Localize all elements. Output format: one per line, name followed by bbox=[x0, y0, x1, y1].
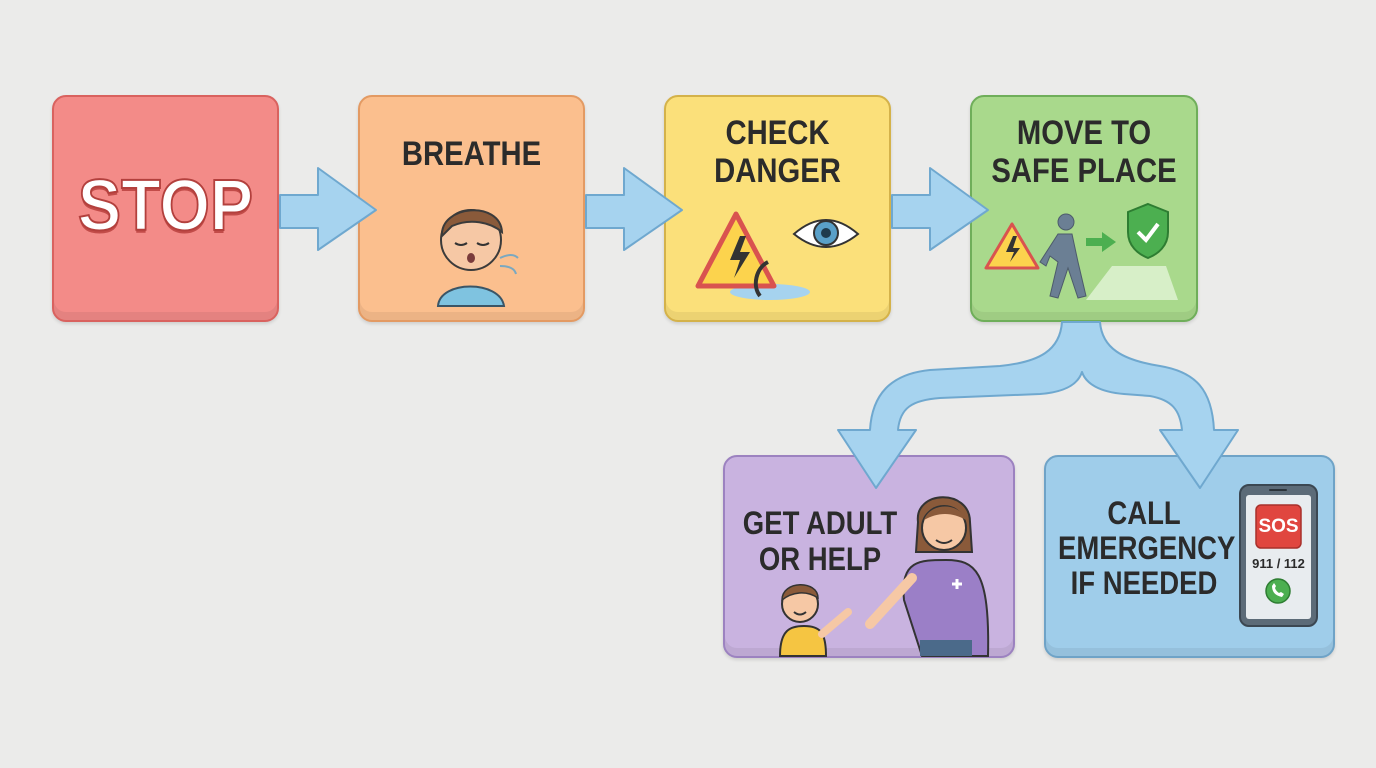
step-stop bbox=[52, 95, 279, 322]
arrow-branch bbox=[837, 321, 1239, 489]
step-check-label: CHECK DANGER bbox=[714, 114, 841, 191]
step-breathe-label: BREATHE bbox=[401, 135, 542, 173]
step-breathe bbox=[358, 95, 585, 322]
step-call-label: CALL EMERGENCY IF NEEDED bbox=[1058, 495, 1236, 602]
walking-person-icon bbox=[1039, 213, 1087, 299]
electric-hazard-icon bbox=[695, 211, 810, 300]
sos-label: SOS bbox=[1258, 516, 1299, 537]
step-stop-label: STOP bbox=[77, 165, 254, 247]
arrow-right-icon bbox=[1086, 232, 1116, 252]
arrow-check-to-move bbox=[891, 167, 989, 251]
eye-icon bbox=[792, 219, 860, 248]
step-move-label: MOVE TO SAFE PLACE bbox=[991, 114, 1177, 191]
step-adult-label: GET ADULT OR HELP bbox=[742, 505, 898, 577]
breathing-child-icon bbox=[436, 209, 519, 307]
arrow-breathe-to-check bbox=[585, 167, 683, 251]
phone-icon bbox=[1239, 484, 1318, 627]
arrow-stop-to-breathe bbox=[279, 167, 377, 251]
electric-hazard-icon bbox=[984, 222, 1040, 270]
adult-helper-icon bbox=[865, 496, 990, 657]
shield-check-icon bbox=[1127, 202, 1169, 260]
emergency-numbers: 911 / 112 bbox=[1252, 556, 1305, 571]
child-icon bbox=[778, 584, 852, 657]
